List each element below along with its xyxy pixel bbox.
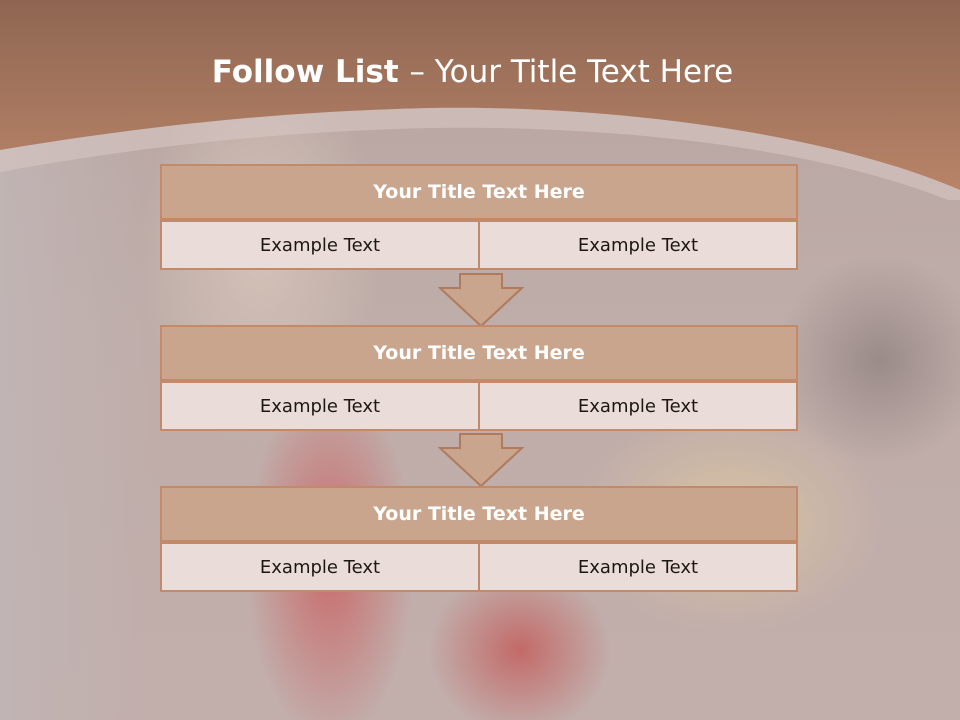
down-arrow-icon [438, 433, 524, 488]
block-cells: Example Text Example Text [160, 381, 798, 431]
block-title: Your Title Text Here [160, 325, 798, 381]
cell-left: Example Text [160, 542, 480, 592]
cell-left: Example Text [160, 381, 480, 431]
cell-right: Example Text [478, 542, 798, 592]
block-title: Your Title Text Here [160, 164, 798, 220]
title-bold: Follow List [211, 54, 410, 90]
slide-title: Follow List – Your Title Text Here [0, 54, 945, 90]
cell-right: Example Text [478, 220, 798, 270]
cell-right: Example Text [478, 381, 798, 431]
cell-left: Example Text [160, 220, 480, 270]
title-rest: – Your Title Text Here [409, 54, 734, 90]
block-cells: Example Text Example Text [160, 542, 798, 592]
block-title: Your Title Text Here [160, 486, 798, 542]
block-cells: Example Text Example Text [160, 220, 798, 270]
header-band [0, 0, 960, 200]
background-vignette [0, 120, 150, 720]
down-arrow-icon [438, 273, 524, 328]
